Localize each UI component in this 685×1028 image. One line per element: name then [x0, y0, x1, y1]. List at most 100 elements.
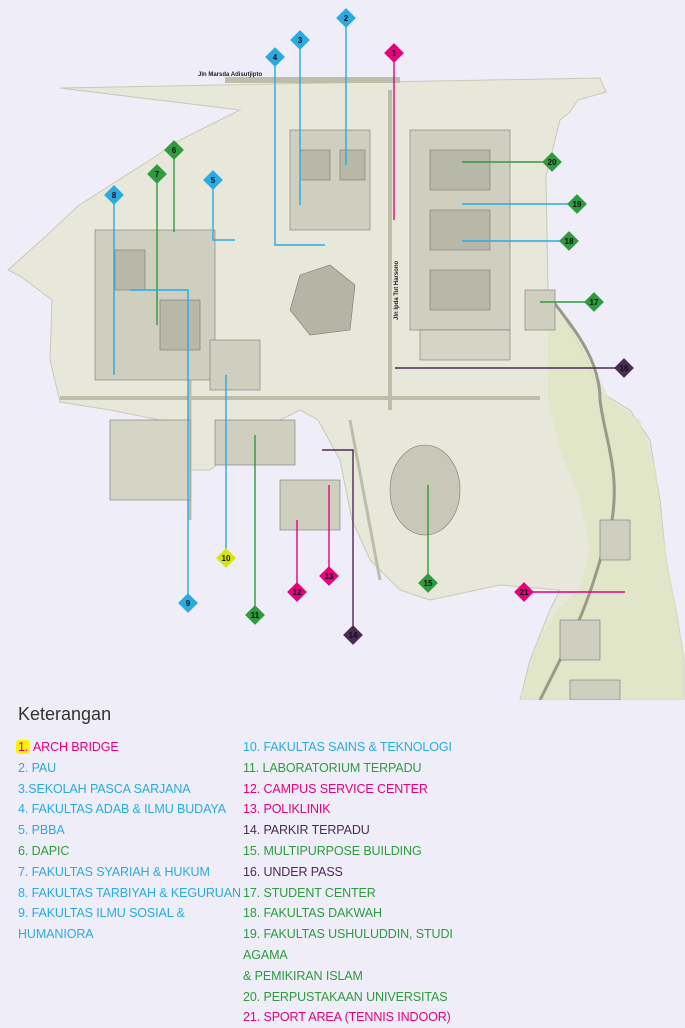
marker-13[interactable]: 13 [319, 566, 339, 586]
marker-12[interactable]: 12 [287, 582, 307, 602]
marker-diamond [336, 8, 356, 28]
marker-9[interactable]: 9 [178, 593, 198, 613]
marker-number: 17 [590, 298, 599, 307]
legend-item-label: SPORT AREA (TENNIS INDOOR) [260, 1010, 451, 1025]
legend-item-8: 8. FAKULTAS TARBIYAH & KEGURUAN [18, 883, 243, 904]
legend-item-label: STUDENT CENTER [260, 885, 376, 900]
legend-item-label: FAKULTAS ILMU SOSIAL & HUMANIORA [18, 906, 185, 942]
roads [60, 77, 540, 581]
legend-item-number: 15. [243, 843, 261, 858]
legend-item-label: PERPUSTAKAAN UNIVERSITAS [260, 989, 448, 1004]
legend-item-label: DAPIC [28, 843, 70, 858]
legend-item-6: 6. DAPIC [18, 841, 243, 862]
legend-item-label: FAKULTAS DAKWAH [260, 906, 382, 921]
marker-14[interactable]: 14 [343, 625, 363, 645]
marker-number: 16 [620, 364, 629, 373]
marker-number: 4 [273, 53, 278, 62]
legend-item-label: MULTIPURPOSE BUILDING [260, 843, 422, 858]
marker-10[interactable]: 10 [216, 548, 236, 568]
road-label-vertical: Jln Ipda Tut Harsono [394, 260, 400, 320]
legend-item-11: 11. LABORATORIUM TERPADU [243, 758, 483, 779]
legend-item-number: 6. [18, 843, 29, 858]
leader-9 [130, 289, 189, 603]
marker-diamond [384, 43, 404, 63]
marker-diamond [287, 582, 307, 602]
marker-number: 10 [222, 554, 231, 563]
legend-item-5: 5. PBBA [18, 820, 243, 841]
marker-number: 1 [392, 49, 397, 58]
legend-item-9: 9. FAKULTAS ILMU SOSIAL & HUMANIORA [18, 903, 243, 945]
marker-number: 9 [186, 599, 191, 608]
marker-diamond [614, 358, 634, 378]
leader-4 [274, 57, 325, 246]
legend-item-13: 13. POLIKLINIK [243, 799, 483, 820]
marker-diamond [343, 625, 363, 645]
marker-diamond [147, 164, 167, 184]
legend-item-label: FAKULTAS SAINS & TEKNOLOGI [260, 740, 452, 754]
marker-number: 6 [172, 146, 177, 155]
marker-2[interactable]: 2 [336, 8, 356, 28]
marker-7[interactable]: 7 [147, 164, 167, 184]
campus-map: Jln Marsda Adisutjipto Jln Ipda Tut Hars… [7, 8, 685, 700]
legend-item-20: 20. PERPUSTAKAAN UNIVERSITAS [243, 987, 483, 1008]
legend-item-number: 18. [243, 906, 261, 921]
legend-item-1: 1. ARCH BRIDGE [16, 737, 243, 758]
marker-number: 13 [325, 572, 334, 581]
marker-number: 3 [298, 36, 303, 45]
legend-item-21: 21. SPORT AREA (TENNIS INDOOR) [243, 1007, 483, 1028]
marker-number: 19 [573, 200, 582, 209]
marker-number: 14 [349, 631, 358, 640]
legend-item-label: SEKOLAH PASCA SARJANA [28, 781, 191, 796]
marker-8[interactable]: 8 [104, 185, 124, 205]
road-label-top: Jln Marsda Adisutjipto [198, 72, 262, 78]
marker-diamond [418, 573, 438, 593]
marker-11[interactable]: 11 [245, 605, 265, 625]
legend-item-number: 11. [243, 760, 260, 775]
legend-item-label: PBBA [28, 823, 65, 838]
marker-diamond [290, 30, 310, 50]
marker-18[interactable]: 18 [559, 231, 579, 251]
legend-item-number: 19. [243, 927, 261, 942]
marker-diamond [164, 140, 184, 160]
marker-number: 8 [112, 191, 117, 200]
marker-diamond [584, 292, 604, 312]
marker-3[interactable]: 3 [290, 30, 310, 50]
marker-15[interactable]: 15 [418, 573, 438, 593]
legend-item-number: 3. [18, 781, 29, 796]
marker-1[interactable]: 1 [384, 43, 404, 63]
marker-21[interactable]: 21 [514, 582, 534, 602]
legend-item-label: LABORATORIUM TERPADU [259, 760, 422, 775]
marker-4[interactable]: 4 [265, 47, 285, 67]
marker-number: 2 [344, 14, 349, 23]
legend-item-label: UNDER PASS [260, 864, 343, 879]
legend-item-label: FAKULTAS TARBIYAH & KEGURUAN [28, 885, 241, 900]
legend-item-number: 10. [243, 740, 261, 754]
marker-17[interactable]: 17 [584, 292, 604, 312]
marker-number: 12 [293, 588, 302, 597]
marker-number: 20 [548, 158, 557, 167]
marker-6[interactable]: 6 [164, 140, 184, 160]
marker-number: 18 [565, 237, 574, 246]
legend-item-number: 13. [243, 802, 261, 817]
marker-19[interactable]: 19 [567, 194, 587, 214]
legend-item-number: 16. [243, 864, 261, 879]
legend-item-number: 7. [18, 864, 29, 879]
marker-5[interactable]: 5 [203, 170, 223, 190]
leader-14 [322, 449, 354, 635]
legend-item-12: 12. CAMPUS SERVICE CENTER [243, 779, 483, 800]
legend-item-number: 12. [243, 781, 261, 796]
marker-number: 7 [155, 170, 160, 179]
legend-item-number: 20. [243, 989, 261, 1004]
legend-item-number: 4. [18, 802, 29, 817]
legend-item-15: 15. MULTIPURPOSE BUILDING [243, 841, 483, 862]
leader-5 [212, 180, 235, 241]
legend-item-3: 3.SEKOLAH PASCA SARJANA [18, 779, 243, 800]
legend-item-label: FAKULTAS SYARIAH & HUKUM [28, 864, 210, 879]
legend-item-number: 21. [243, 1010, 261, 1025]
marker-number: 5 [211, 176, 216, 185]
marker-16[interactable]: 16 [614, 358, 634, 378]
legend-item-number: 1. [16, 740, 31, 754]
legend-item-label: FAKULTAS ADAB & ILMU BUDAYA [28, 802, 226, 817]
